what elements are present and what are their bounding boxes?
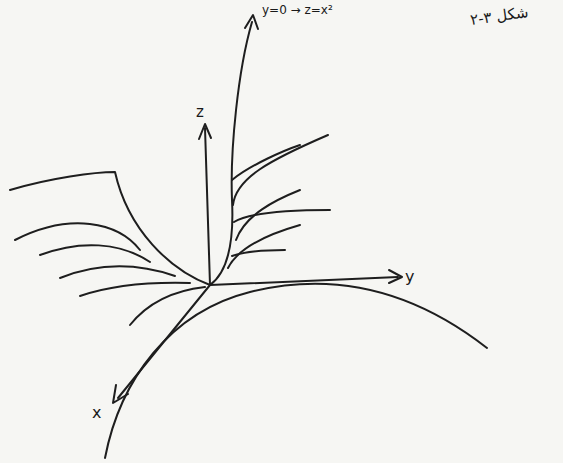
axis-label: z	[196, 104, 204, 121]
section-curve	[236, 190, 300, 240]
parabola-curve	[210, 22, 252, 285]
section-curve	[130, 287, 205, 325]
figure-caption: شکل ۳-۲	[469, 4, 529, 28]
section-curve	[60, 267, 175, 279]
arrowhead	[389, 270, 402, 283]
boundary-curve	[105, 284, 487, 458]
section-curve	[232, 145, 300, 180]
arrowhead	[199, 124, 211, 139]
left-sheet-edge	[10, 172, 210, 285]
section-curve	[232, 250, 285, 256]
equation-note: y=0 → z=x²	[262, 4, 333, 17]
z-axis	[205, 128, 210, 285]
arrowhead	[245, 15, 258, 29]
section-curve	[228, 225, 300, 268]
section-curve	[233, 135, 328, 205]
axis-label: x	[92, 404, 101, 422]
section-curve	[40, 245, 150, 262]
axis-label: y	[405, 268, 414, 286]
